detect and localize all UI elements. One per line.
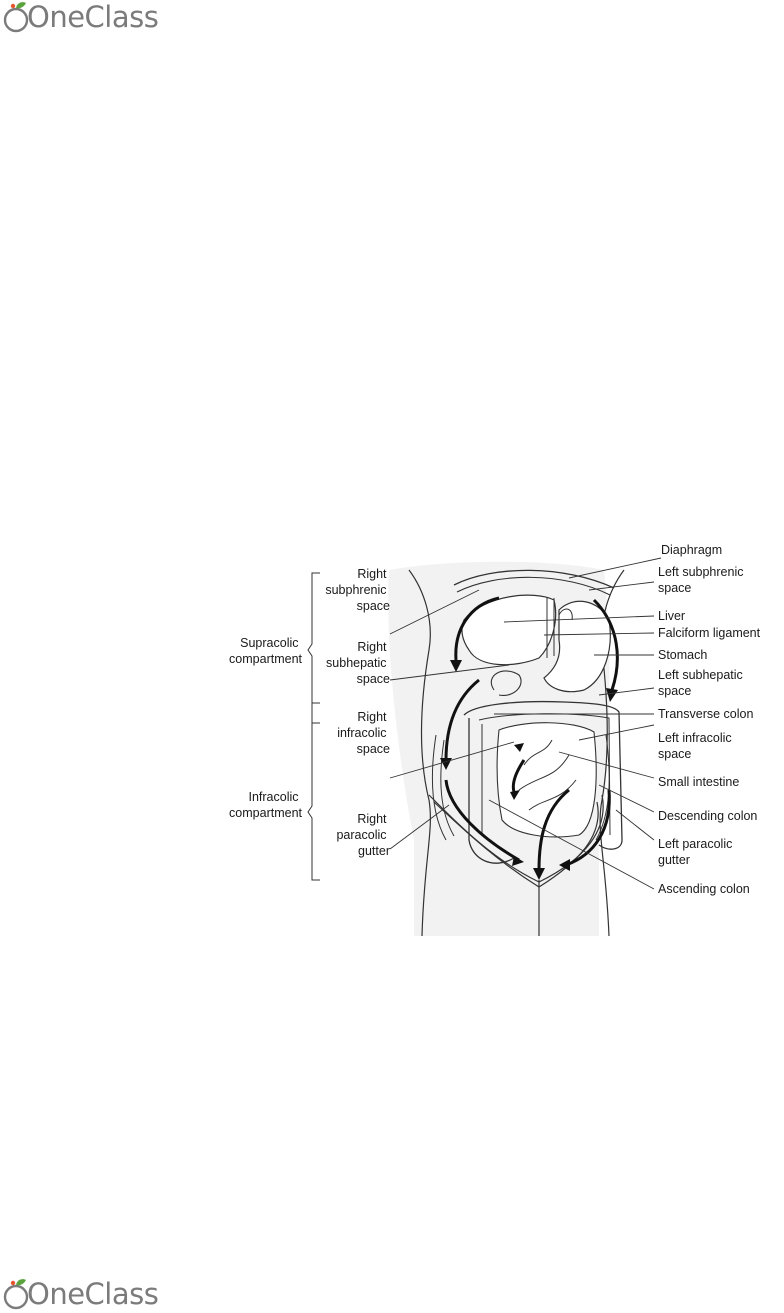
logo-text: OneClass: [27, 1277, 158, 1311]
label-transverse-colon: Transverse colon: [658, 707, 753, 721]
label-left-infracolic: Left infracolic space: [658, 731, 735, 761]
label-small-intestine: Small intestine: [658, 775, 739, 789]
label-left-subphrenic: Left subphrenic space: [658, 565, 747, 595]
label-right-paracolic: Right paracolic gutter: [336, 812, 390, 858]
label-right-subphrenic: Right subphrenic space: [325, 567, 390, 613]
label-supracolic: Supracolic compartment: [229, 636, 302, 666]
oneclass-leaf-icon: [2, 0, 30, 34]
oneclass-leaf-icon: [2, 1277, 30, 1311]
label-left-subhepatic: Left subhepatic space: [658, 668, 746, 698]
label-liver: Liver: [658, 609, 685, 623]
label-stomach: Stomach: [658, 648, 707, 662]
label-falciform: Falciform ligament: [658, 626, 761, 640]
label-infracolic: Infracolic compartment: [229, 790, 302, 820]
label-right-infracolic: Right infracolic space: [337, 710, 390, 756]
oneclass-logo: OneClass: [2, 0, 158, 34]
label-right-subhepatic: Right subhepatic space: [326, 640, 390, 686]
label-diaphragm: Diaphragm: [661, 543, 722, 557]
logo-text: OneClass: [27, 0, 158, 34]
label-ascending-colon: Ascending colon: [658, 882, 750, 896]
oneclass-logo-footer: OneClass: [2, 1277, 158, 1311]
peritoneal-spaces-diagram: Right subphrenic space Supracolic compar…: [214, 540, 778, 936]
compartment-brackets: [308, 573, 320, 880]
label-descending-colon: Descending colon: [658, 809, 757, 823]
label-left-paracolic: Left paracolic gutter: [658, 837, 736, 867]
